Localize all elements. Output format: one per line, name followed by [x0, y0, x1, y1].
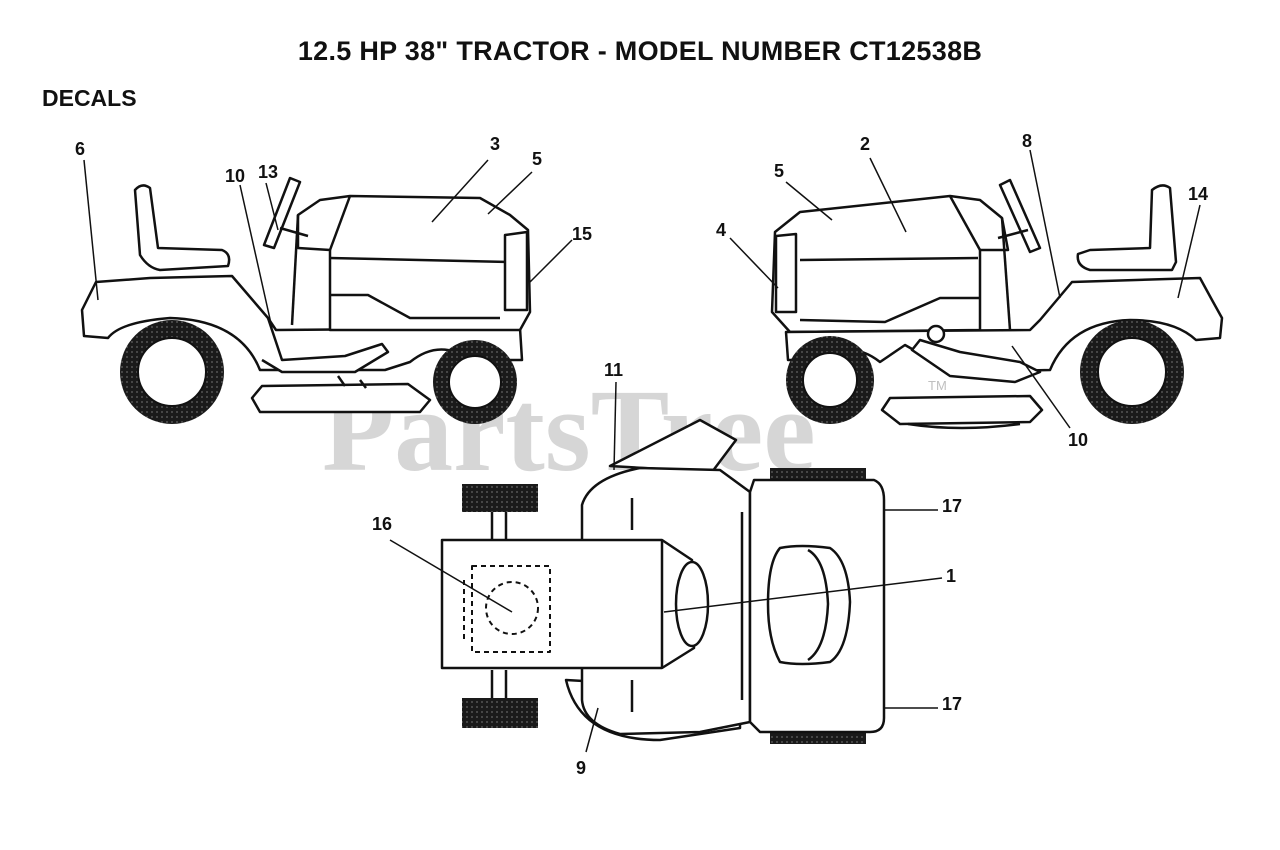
right-seat: [1076, 184, 1178, 272]
top-front-tire-lower: [462, 698, 538, 728]
left-steering-wheel: [262, 176, 302, 250]
right-tires: [786, 320, 1184, 424]
left-leader-lines: [83, 159, 573, 329]
left-hood: [296, 194, 532, 332]
tractor-right-side-view: [770, 178, 1224, 430]
callout-left-10: 10: [225, 166, 245, 186]
callout-top-17a: 17: [942, 496, 962, 516]
callout-left-3: 3: [490, 134, 500, 154]
callout-right-4: 4: [716, 220, 726, 240]
callout-left-5: 5: [532, 149, 542, 169]
right-mower-deck: [880, 394, 1044, 426]
callout-top-11: 11: [604, 360, 623, 380]
callout-left-13: 13: [258, 162, 278, 182]
callout-right-2: 2: [860, 134, 870, 154]
right-hood: [770, 194, 1010, 334]
top-front-tire-upper: [462, 484, 538, 512]
callout-right-10: 10: [1068, 430, 1088, 450]
callout-left-6: 6: [75, 139, 85, 159]
top-hood: [440, 538, 696, 670]
left-mower-deck: [250, 382, 432, 414]
top-leader-lines: [389, 381, 943, 753]
callout-top-17b: 17: [942, 694, 962, 714]
left-seat: [133, 184, 231, 272]
left-tires: [120, 320, 517, 424]
tractor-top-view: [440, 418, 886, 744]
top-seat: [766, 544, 852, 666]
watermark-tm: TM: [928, 378, 947, 393]
page-title: 12.5 HP 38" TRACTOR - MODEL NUMBER CT125…: [297, 36, 983, 66]
section-title: DECALS: [42, 85, 137, 111]
callout-top-16: 16: [372, 514, 392, 534]
callout-right-14: 14: [1188, 184, 1208, 204]
right-leader-lines: [729, 149, 1201, 429]
callout-right-8: 8: [1022, 131, 1032, 151]
callout-top-1: 1: [946, 566, 956, 586]
callout-left-15: 15: [572, 224, 592, 244]
callout-top-9: 9: [576, 758, 586, 778]
callout-right-5: 5: [774, 161, 784, 181]
right-steering-wheel: [998, 178, 1042, 254]
